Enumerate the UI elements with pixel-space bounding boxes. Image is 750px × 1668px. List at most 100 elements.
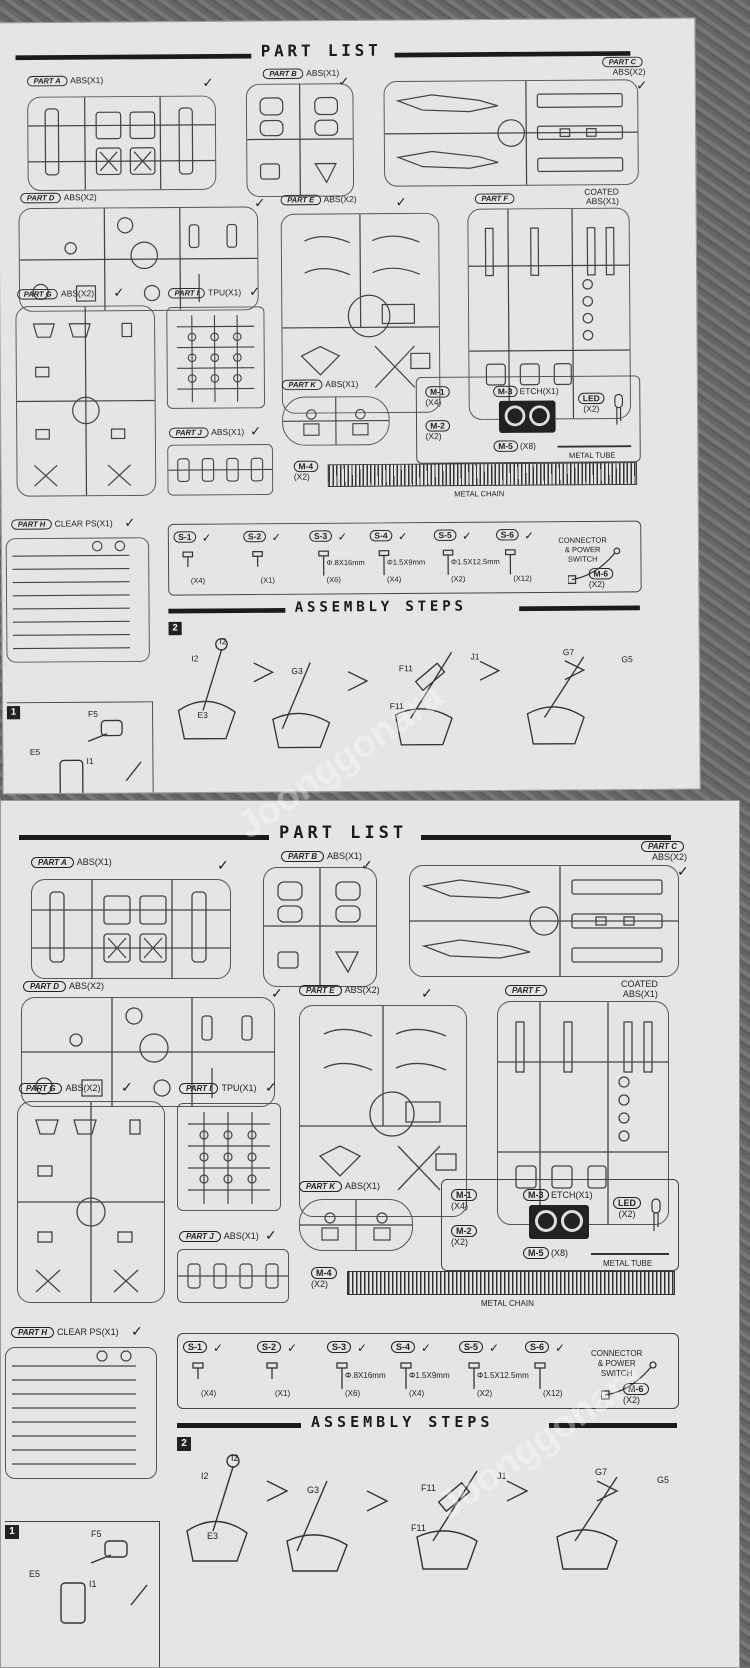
part-c-material: ABS(X2)	[613, 67, 646, 77]
header-rule-right	[421, 835, 671, 840]
led-tag: LED	[613, 1197, 641, 1209]
part-list-title: PART LIST	[261, 42, 382, 62]
part-f-tag: PART F	[475, 193, 515, 204]
runner-part-i-drawing	[167, 307, 264, 408]
screw-size: Φ.8X16mm	[345, 1371, 386, 1380]
screw-size: Φ1.5X12.5mm	[477, 1371, 529, 1380]
m1-label: M-1(X4)	[451, 1189, 477, 1211]
step-label-7: F11	[411, 1523, 426, 1533]
screw-tag-text: S-4	[391, 1341, 415, 1353]
screw-icon	[181, 550, 194, 578]
part-a-check-icon: ✓	[217, 857, 229, 874]
screw-tag: S-4	[391, 1341, 415, 1353]
screw-tag-text: S-2	[257, 1341, 281, 1353]
screw-tag-text: S-1	[173, 531, 196, 542]
screw-check-icon: ✓	[202, 531, 212, 544]
screw-tag-text: S-1	[183, 1341, 207, 1353]
m5-tag: M-5	[523, 1247, 549, 1259]
m4-tag: M-4	[311, 1267, 337, 1279]
m3-tag: M-3	[493, 386, 517, 397]
screw-check-icon: ✓	[421, 1341, 431, 1355]
assembly-rule-left	[168, 608, 285, 614]
screw-qty: (X4)	[191, 576, 205, 585]
part-f-material-line2: ABS(X1)	[623, 989, 658, 999]
part-i-material: TPU(X1)	[221, 1083, 256, 1093]
step-label-1: I2	[219, 637, 226, 646]
screw-tag-text: S-3	[309, 530, 332, 541]
runner-part-c-drawing	[410, 866, 678, 976]
part-h-tag: PART H	[11, 519, 52, 530]
part-c-tag: PART C	[641, 841, 684, 852]
runner-part-i	[177, 1103, 281, 1211]
screw-qty: (X12)	[513, 574, 532, 583]
part-h-check-icon: ✓	[124, 515, 135, 531]
part-h-check-icon: ✓	[131, 1323, 143, 1340]
screw-qty: (X6)	[327, 576, 341, 585]
screw-tag: S-3	[309, 530, 332, 541]
screw-size: Φ.8X16mm	[326, 558, 364, 567]
part-j-material: ABS(X1)	[211, 427, 244, 437]
m3-label: M-3 ETCH(X1)	[523, 1189, 593, 1201]
led-qty: (X2)	[618, 1209, 635, 1219]
runner-part-k-drawing	[300, 1200, 412, 1250]
screw-check-icon: ✓	[287, 1341, 297, 1355]
runner-part-b-drawing	[247, 84, 353, 196]
m1-tag: M-1	[425, 386, 449, 397]
screw-tag-text: S-4	[370, 530, 393, 541]
screw-tag: S-4	[370, 530, 393, 541]
runner-part-j-drawing	[168, 445, 272, 495]
m2-qty: (X2)	[426, 432, 442, 442]
part-d-tag: PART D	[23, 981, 66, 992]
screw-check-icon: ✓	[213, 1341, 223, 1355]
part-j-check-icon: ✓	[250, 423, 261, 439]
m4-desc: METAL CHAIN	[481, 1299, 534, 1308]
screw-icon	[504, 548, 517, 576]
part-f-label: PART F	[505, 985, 550, 996]
screw-check-icon: ✓	[489, 1341, 499, 1355]
etch-plate	[529, 1205, 589, 1239]
m2-qty: (X2)	[451, 1237, 468, 1247]
runner-part-c-drawing	[384, 80, 637, 185]
part-a-tag: PART A	[31, 857, 74, 868]
screw-tag: S-2	[243, 531, 266, 542]
part-a-material: ABS(X1)	[77, 857, 112, 867]
assembly-rule-right	[519, 606, 640, 612]
screw-tag-text: S-6	[496, 529, 519, 540]
runner-part-c	[383, 79, 638, 186]
part-a-check-icon: ✓	[202, 75, 213, 91]
part-j-check-icon: ✓	[265, 1227, 277, 1244]
screw-qty: (X4)	[201, 1389, 216, 1398]
part-k-tag: PART K	[282, 380, 323, 391]
runner-part-a-drawing	[32, 880, 230, 978]
screw-check-icon: ✓	[272, 531, 282, 544]
m3-label: M-3 ETCH(X1)	[493, 385, 559, 397]
assembly-steps-title: ASSEMBLY STEPS	[295, 597, 467, 615]
m4-label: M-4(X2)	[311, 1267, 337, 1289]
part-k-material: ABS(X1)	[345, 1181, 380, 1191]
part-a-material: ABS(X1)	[70, 76, 103, 86]
step-label-4: G3	[307, 1485, 319, 1495]
screw-icon	[533, 1361, 547, 1391]
part-k-material: ABS(X1)	[325, 379, 358, 389]
part-j-material: ABS(X1)	[224, 1231, 259, 1241]
screw-check-icon: ✓	[555, 1341, 565, 1355]
screw-icon	[191, 1361, 205, 1391]
part-f-material-line2: ABS(X1)	[586, 196, 619, 206]
screw-size: Φ1.5X9mm	[409, 1371, 450, 1380]
step-label-6: J1	[470, 652, 479, 661]
screw-tag: S-5	[434, 529, 457, 540]
part-j-tag: PART J	[169, 427, 208, 438]
